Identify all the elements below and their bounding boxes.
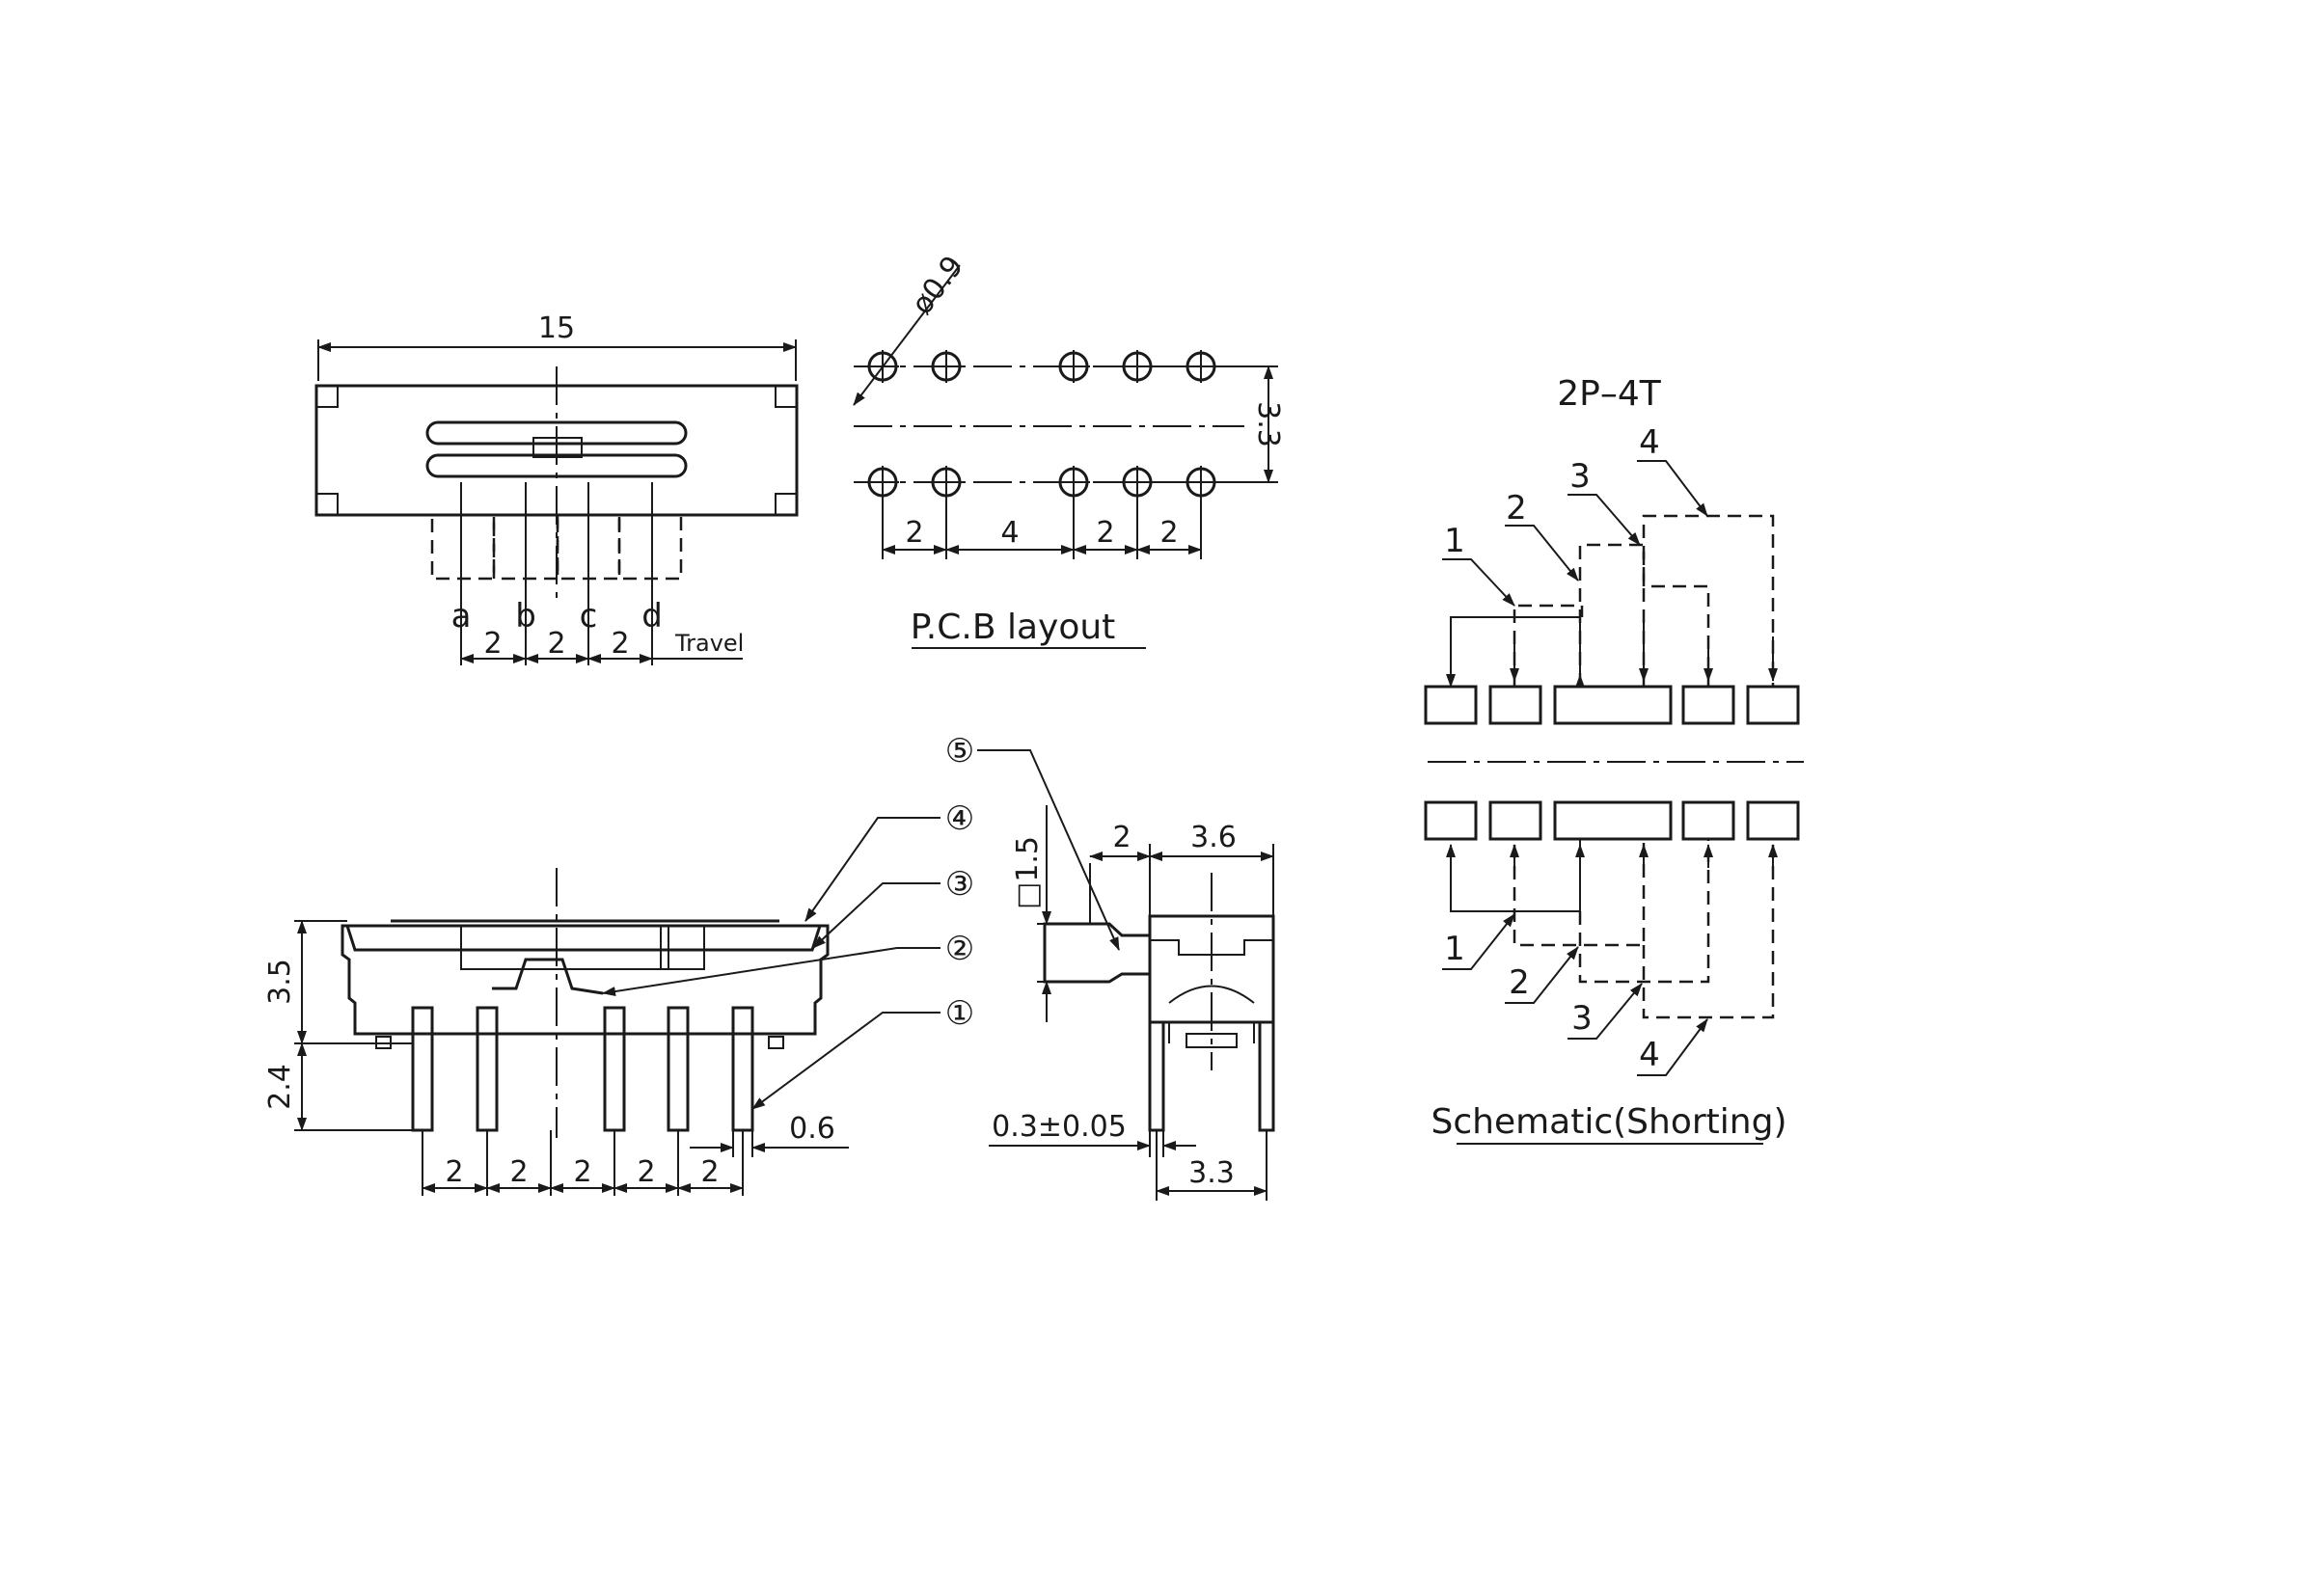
schematic-top-number-3: 3 bbox=[1569, 457, 1591, 496]
pcb-pitch-4: 2 bbox=[1159, 516, 1178, 550]
actuator-size-dimension: □1.5 bbox=[1011, 836, 1045, 909]
schematic-bottom-number-1: 1 bbox=[1444, 930, 1465, 968]
travel-pitch-2: 2 bbox=[547, 627, 565, 661]
schematic-top-number-1: 1 bbox=[1444, 522, 1465, 560]
schematic-top-number-2: 2 bbox=[1506, 489, 1527, 527]
schematic-title: Schematic(Shorting) bbox=[1431, 1102, 1786, 1142]
position-label-b: b bbox=[515, 597, 536, 636]
pcb-pitch-1: 2 bbox=[905, 516, 923, 550]
width-dimension: 15 bbox=[538, 311, 575, 345]
contact-spring bbox=[492, 958, 604, 995]
terminal-pins bbox=[375, 1006, 784, 1132]
switch-body-front bbox=[341, 924, 830, 1036]
position-label-d: d bbox=[641, 597, 663, 636]
body-height-dimension: 3.5 bbox=[263, 959, 297, 1005]
callout-4: ④ bbox=[945, 799, 974, 838]
pcb-pitch-3: 2 bbox=[1096, 516, 1114, 550]
travel-pitch-3: 2 bbox=[611, 627, 629, 661]
front-view: 3.5 2.4 2 2 2 2 2 0.6 ⑤ ④ ③ ② ① bbox=[263, 732, 1120, 1196]
pin-height-dimension: 2.4 bbox=[263, 1064, 297, 1110]
schematic-top-number-4: 4 bbox=[1639, 423, 1660, 462]
schematic-bottom-number-2: 2 bbox=[1509, 963, 1530, 1002]
pcb-layout: ø0.9 3.3 2 4 2 2 P.C.B layout bbox=[853, 250, 1285, 649]
travel-label: Travel bbox=[674, 630, 744, 657]
hole-diameter: ø0.9 bbox=[905, 250, 970, 321]
pin-pitch-2: 2 bbox=[509, 1155, 528, 1189]
callout-1: ① bbox=[945, 994, 974, 1033]
switch-type-label: 2P–4T bbox=[1557, 374, 1662, 414]
pin-pitch-4: 2 bbox=[637, 1155, 655, 1189]
schematic-terminals-top bbox=[1424, 685, 1800, 725]
schematic-bottom-number-4: 4 bbox=[1639, 1036, 1660, 1074]
pcb-holes-bottom-row bbox=[866, 466, 1217, 499]
callout-3: ③ bbox=[945, 865, 974, 904]
side-view: □1.5 2 3.6 0.3±0.05 3.3 bbox=[989, 805, 1275, 1201]
callout-2: ② bbox=[945, 930, 974, 968]
actuator-travel-dimension: 2 bbox=[1112, 821, 1131, 854]
actuator-side bbox=[1043, 922, 1152, 984]
schematic-bottom-number-3: 3 bbox=[1571, 999, 1593, 1038]
row-spacing-dimension: 3.3 bbox=[1251, 401, 1285, 447]
pin-pitch-3: 2 bbox=[573, 1155, 591, 1189]
pin-span-dimension: 3.3 bbox=[1188, 1156, 1235, 1190]
pin-thickness-dimension: 0.3±0.05 bbox=[992, 1110, 1127, 1144]
travel-pitch-1: 2 bbox=[483, 627, 502, 661]
top-view: 15 a b c d 2 2 2 Travel bbox=[314, 311, 799, 665]
body-depth-dimension: 3.6 bbox=[1190, 821, 1237, 854]
pin-width-dimension: 0.6 bbox=[789, 1112, 835, 1146]
pcb-layout-title: P.C.B layout bbox=[911, 608, 1116, 647]
schematic: 2P–4T 1 2 3 4 bbox=[1424, 374, 1804, 1145]
pin-pitch-1: 2 bbox=[445, 1155, 463, 1189]
callout-5: ⑤ bbox=[945, 732, 974, 771]
position-label-a: a bbox=[451, 597, 472, 636]
pcb-pitch-2: 4 bbox=[1000, 516, 1019, 550]
schematic-terminals-bottom bbox=[1424, 800, 1800, 841]
position-label-c: c bbox=[580, 597, 598, 636]
pin-pitch-5: 2 bbox=[700, 1155, 719, 1189]
